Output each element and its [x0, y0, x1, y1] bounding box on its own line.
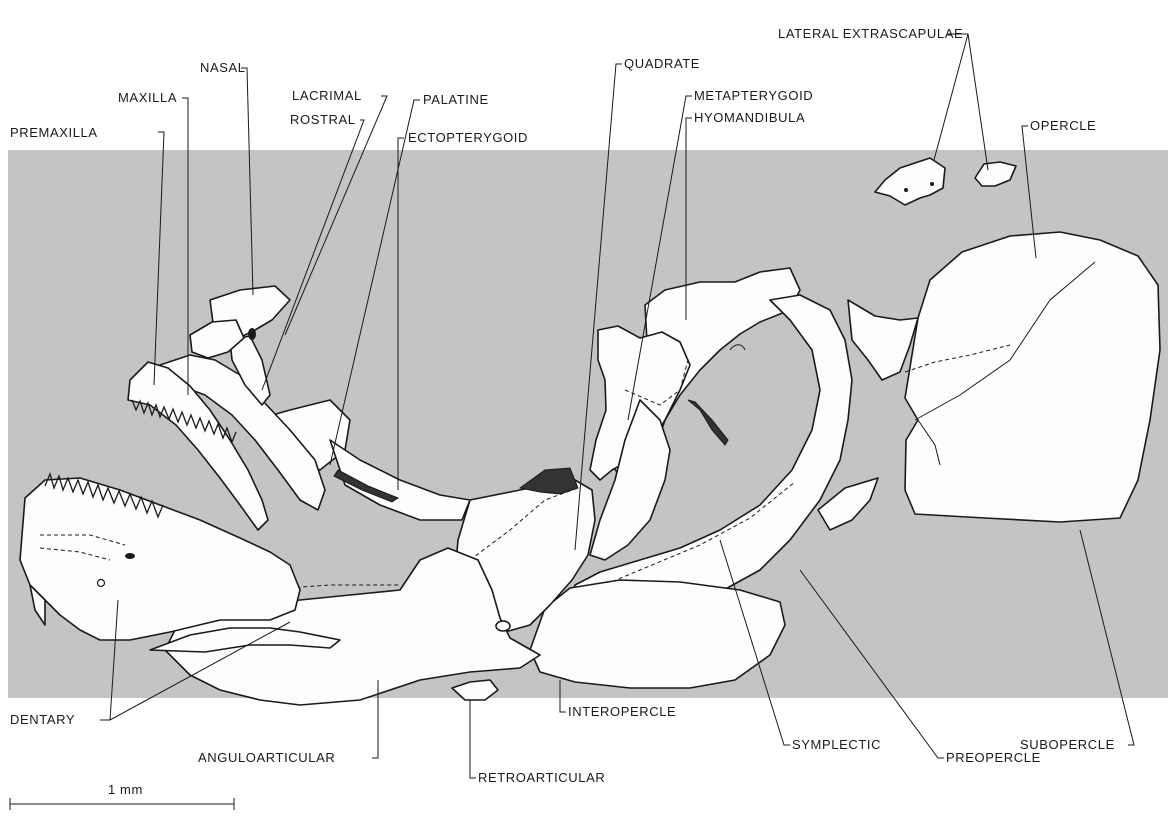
label-maxilla: MAXILLA [118, 90, 177, 105]
scale-bar: 1 mm [10, 782, 234, 810]
label-ectopterygoid: ECTOPTERYGOID [408, 130, 528, 145]
label-hyomandibula: HYOMANDIBULA [694, 110, 805, 125]
label-retroarticular: RETROARTICULAR [478, 770, 605, 785]
interopercle-bone [530, 580, 785, 688]
label-dentary: DENTARY [10, 712, 75, 727]
extrascapula-pore-1 [904, 188, 908, 192]
scale-bar-label: 1 mm [108, 782, 143, 797]
label-opercle: OPERCLE [1030, 118, 1096, 133]
dentary-pore-1 [125, 553, 135, 559]
label-lateral-extrascapulae: LATERAL EXTRASCAPULAE [778, 26, 963, 41]
anguloarticular-boss [496, 621, 510, 631]
label-palatine: PALATINE [423, 92, 489, 107]
label-rostral: ROSTRAL [290, 112, 356, 127]
label-preopercle: PREOPERCLE [946, 750, 1041, 765]
label-metapterygoid: METAPTERYGOID [694, 88, 813, 103]
label-premaxilla: PREMAXILLA [10, 125, 98, 140]
label-anguloarticular: ANGULOARTICULAR [198, 750, 335, 765]
label-symplectic: SYMPLECTIC [792, 737, 881, 752]
label-interopercle: INTEROPERCLE [568, 704, 676, 719]
rostral-foramen [248, 328, 256, 340]
extrascapula-pore-2 [930, 182, 934, 186]
opercle-bone [905, 232, 1160, 522]
label-nasal: NASAL [200, 60, 246, 75]
label-quadrate: QUADRATE [624, 56, 700, 71]
label-lacrimal: LACRIMAL [292, 88, 362, 103]
